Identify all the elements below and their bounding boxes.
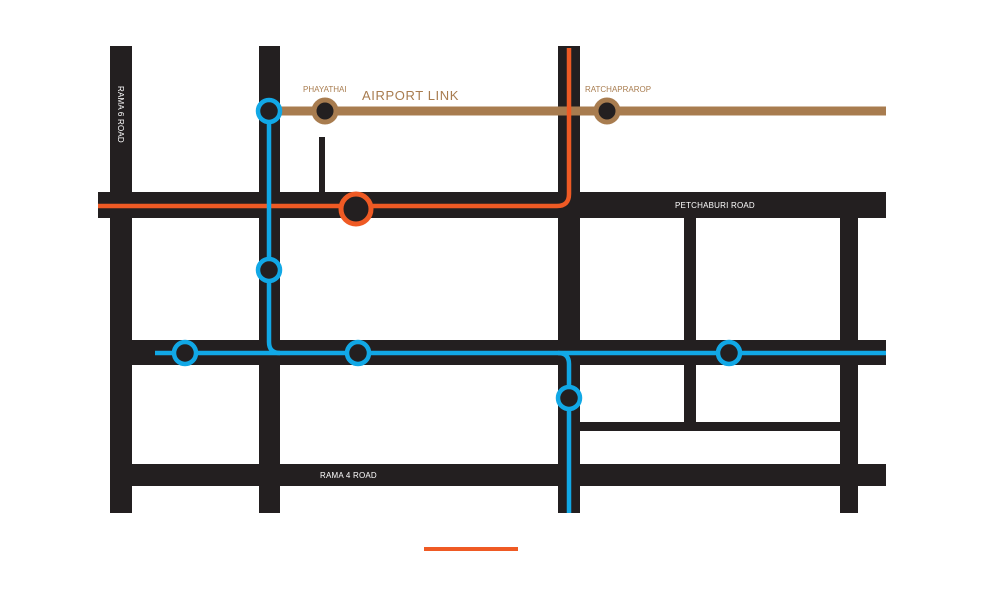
airport-link-line (270, 97, 886, 125)
road-stub (319, 137, 325, 193)
station-blue-6[interactable] (555, 384, 583, 412)
road-rama6 (110, 46, 132, 513)
station-orange[interactable] (338, 191, 374, 227)
blue-line-track-south (557, 350, 572, 513)
station-blue-phayathai[interactable] (255, 97, 283, 125)
road-label-petchaburi: PETCHABURI ROAD (675, 201, 755, 210)
orange-line-track (98, 48, 572, 209)
road-label-rama4: RAMA 4 ROAD (320, 471, 377, 480)
road-east (840, 218, 858, 513)
station-blue-5[interactable] (715, 339, 743, 367)
station-label-ratchaprarop: RATCHAPRAROP (585, 85, 651, 94)
road-label-rama6: RAMA 6 ROAD (116, 86, 125, 143)
road-minor-south (580, 422, 842, 431)
blue-line (155, 97, 886, 513)
station-blue-4[interactable] (344, 339, 372, 367)
station-phayathai-airport[interactable] (311, 97, 339, 125)
road-east-minor (684, 218, 696, 426)
station-ratchaprarop[interactable] (593, 97, 621, 125)
road-rama4 (132, 464, 886, 486)
roads (98, 46, 886, 513)
line-title-airport-link: AIRPORT LINK (362, 88, 459, 103)
station-blue-3[interactable] (171, 339, 199, 367)
orange-line (98, 48, 572, 227)
station-label-phayathai: PHAYATHAI (303, 85, 347, 94)
station-blue-2[interactable] (255, 256, 283, 284)
